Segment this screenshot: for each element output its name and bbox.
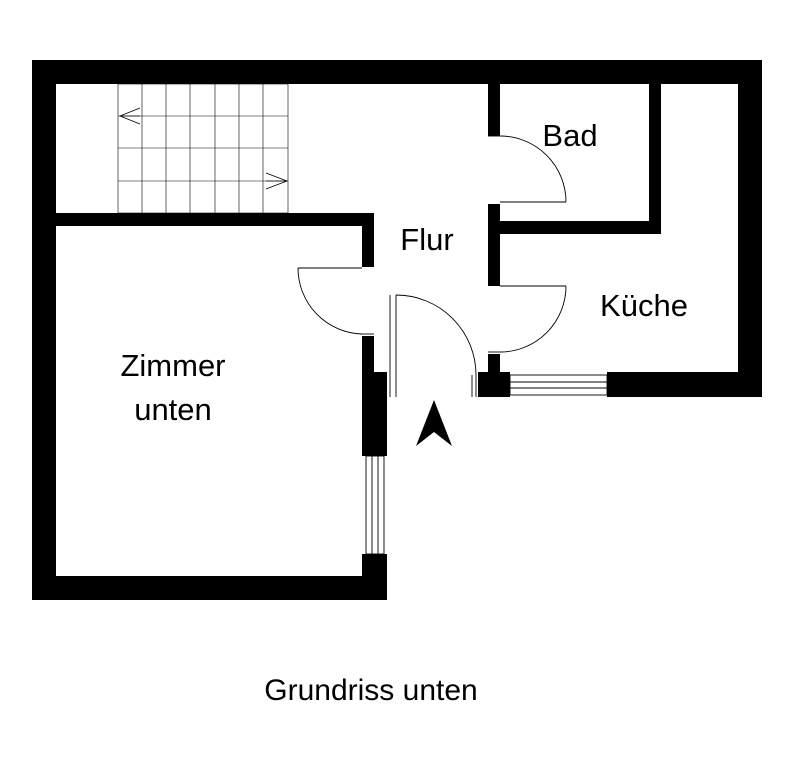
staircase: [117, 83, 289, 214]
window-zimmer: [365, 455, 385, 555]
room-label-zimmer-line2: unten: [134, 392, 212, 427]
wall-zimmer-right-upper: [362, 372, 387, 456]
wall-zimmer-top: [56, 213, 374, 226]
plan-caption: Grundriss unten: [264, 674, 477, 707]
wall-zimmer-right-middle: [362, 336, 374, 376]
window-kueche: [509, 374, 608, 396]
windows: [365, 374, 608, 555]
room-label-bad: Bad: [542, 118, 597, 153]
interior-walls: [56, 84, 661, 378]
wall-bad-bottom: [488, 221, 661, 234]
door-zimmer: [297, 267, 374, 335]
wall-bad-right: [649, 84, 661, 234]
room-label-flur: Flur: [400, 222, 453, 257]
wall-kueche-left-top: [488, 234, 500, 286]
wall-kueche-left-bottom: [488, 354, 500, 378]
doors: [297, 135, 567, 397]
wall-left: [32, 60, 56, 600]
wall-bottom-zimmer: [32, 576, 387, 600]
stairs-outline: [117, 83, 289, 214]
door-bad: [488, 135, 567, 203]
wall-top: [32, 60, 762, 84]
room-label-zimmer-line1: Zimmer: [120, 348, 225, 383]
outer-walls: [32, 60, 762, 600]
wall-right: [738, 60, 762, 397]
entrance-arrow-icon: [416, 400, 452, 446]
door-entrance: [389, 294, 477, 397]
wall-bottom-kueche: [607, 372, 762, 397]
wall-zimmer-right-lower: [362, 554, 387, 600]
door-kueche: [488, 285, 567, 353]
room-label-kueche: Küche: [600, 288, 688, 323]
wall-zimmer-right-stub: [362, 213, 374, 267]
wall-bad-left-top: [488, 84, 500, 136]
